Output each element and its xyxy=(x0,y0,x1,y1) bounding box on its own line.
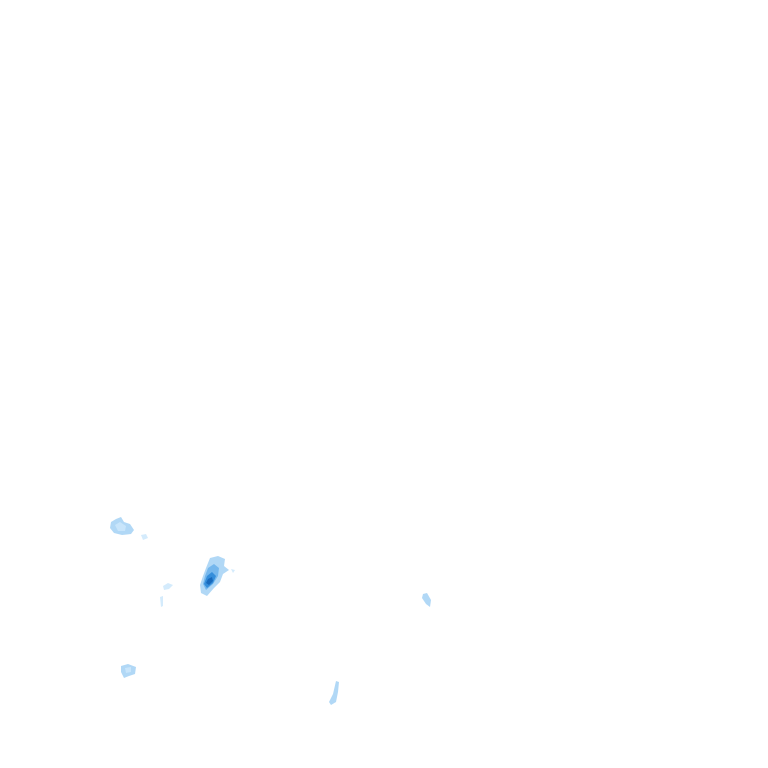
radar-echo-cluster-core xyxy=(200,556,235,596)
radar-echo-cell xyxy=(125,667,131,673)
radar-echo-cell xyxy=(422,593,431,607)
radar-echo-cell xyxy=(329,681,339,705)
radar-echo-cluster-southwest xyxy=(121,664,136,678)
radar-echo-cluster-northwest xyxy=(110,517,148,540)
radar-echo-cluster-south xyxy=(329,681,339,705)
radar-echo-cell xyxy=(163,583,173,590)
radar-echo-cell xyxy=(141,534,148,540)
radar-echo-cluster-west xyxy=(160,583,173,607)
radar-echo-cell xyxy=(115,522,126,531)
radar-echo-cluster-east xyxy=(422,593,431,607)
radar-echo-cell xyxy=(160,596,163,607)
radar-echo-cell xyxy=(231,569,235,573)
radar-echo-cell xyxy=(206,577,213,585)
